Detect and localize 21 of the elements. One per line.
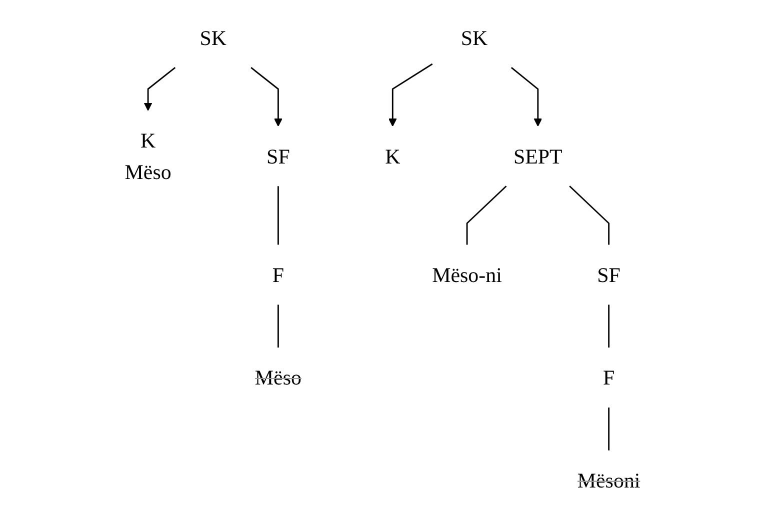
- node-text: SK: [460, 26, 488, 50]
- node-text: F: [272, 262, 284, 287]
- arrow: [510, 67, 542, 127]
- arrow: [388, 63, 433, 127]
- node-text: SEPT: [513, 144, 562, 168]
- node-text: SF: [266, 144, 290, 168]
- node-text: Mësoni: [577, 468, 640, 492]
- arrow: [144, 67, 176, 111]
- connector: [608, 408, 610, 450]
- node-text: K: [385, 144, 400, 168]
- arrow: [250, 67, 282, 127]
- connector: [466, 186, 507, 245]
- node-text: Mëso-ni: [432, 262, 502, 287]
- node-text: SK: [200, 26, 227, 50]
- node-text: F: [602, 366, 615, 390]
- node-text: SF: [597, 262, 620, 287]
- connector: [569, 186, 610, 245]
- connector: [277, 304, 279, 348]
- connector: [608, 304, 610, 348]
- node-text: K Mëso: [124, 128, 172, 184]
- connector: [277, 186, 279, 245]
